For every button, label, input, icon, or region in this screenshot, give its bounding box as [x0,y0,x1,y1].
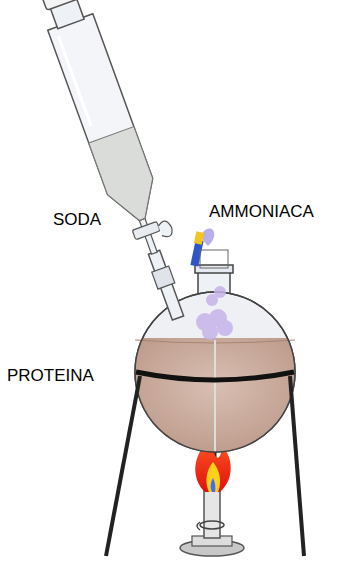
ammonia-fumes [196,286,233,340]
round-bottom-flask [130,292,300,458]
part-label: SODA [52,210,102,229]
tripod-ring [136,372,294,380]
separatory-funnel [36,0,202,326]
indicator-paper [190,229,228,268]
bunsen-burner [180,490,244,556]
part-label: PROTEINA [6,366,95,385]
tripod-leg [290,376,304,556]
part-label: AMMONIACA [208,202,315,221]
tripod-leg [106,376,140,556]
